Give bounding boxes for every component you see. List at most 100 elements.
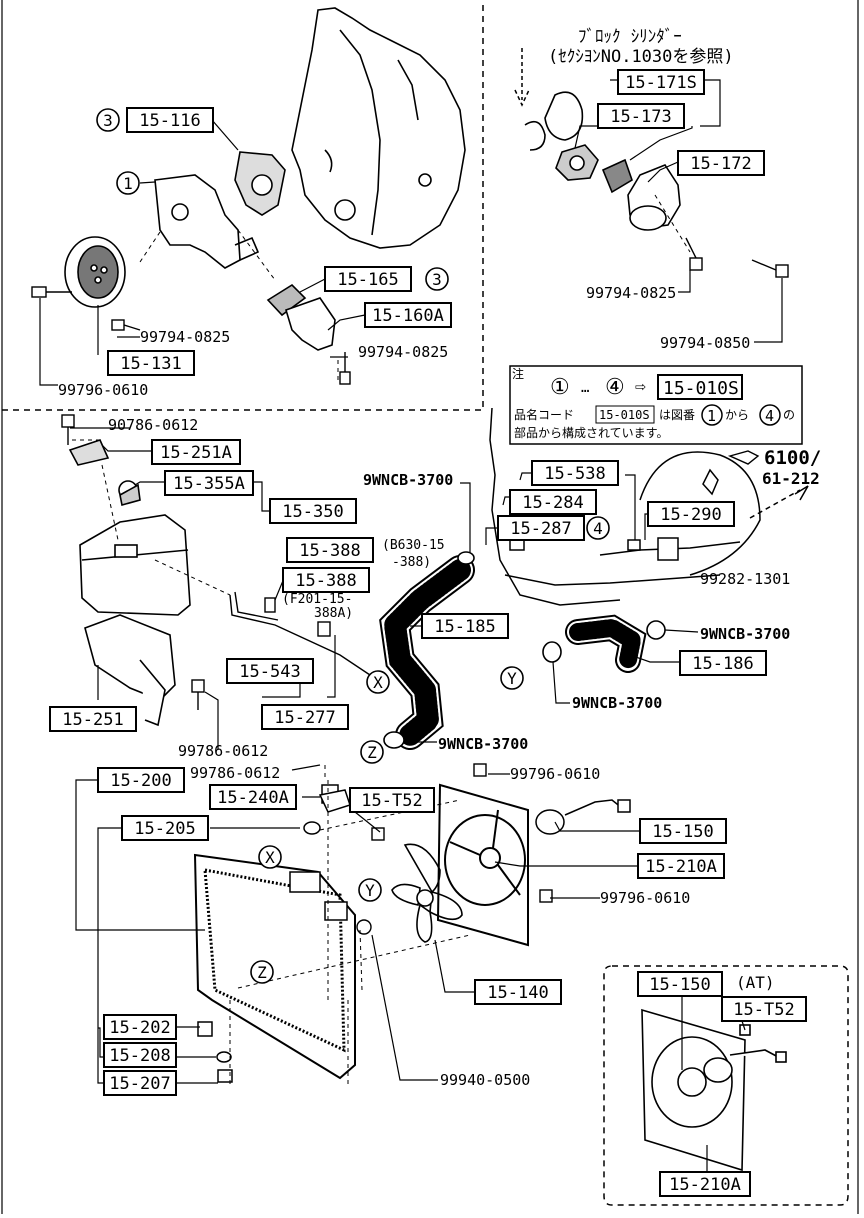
part-box-15-388: 15-388	[282, 567, 370, 593]
part-box-15-388: 15-388	[286, 537, 374, 563]
part-code: 15-240A	[217, 788, 289, 808]
part-code: 15-543	[239, 662, 300, 682]
part-code: 15-173	[610, 107, 671, 127]
part-code: 15-T52	[361, 791, 422, 811]
legend-range-start: ①	[550, 375, 570, 400]
fan-shroud-illustration	[436, 783, 529, 947]
part-code: 15-290	[660, 505, 721, 525]
part-label: (B630-15	[382, 538, 445, 553]
bolts-top-left	[31, 286, 351, 385]
ref-arrow	[514, 48, 530, 107]
radiator-fittings	[197, 784, 351, 1083]
callout-marker: Y	[358, 878, 382, 902]
callout-marker-text: 4	[593, 519, 603, 538]
section-dividers	[0, 5, 849, 1206]
ref-61212: 61-212	[762, 469, 820, 488]
part-code: 15-185	[434, 617, 495, 637]
callout-marker-text: Z	[257, 963, 267, 982]
part-box-15-207: 15-207	[103, 1070, 177, 1096]
callout-marker-text: Y	[507, 669, 517, 688]
legend-ref-1: 1	[707, 407, 716, 425]
legend-text-b: は図番	[659, 408, 695, 422]
part-code: 15-200	[110, 771, 171, 791]
part-code: 15-131	[120, 354, 181, 374]
part-label: 9WNCB-3700	[572, 694, 662, 712]
at-label: (AT)	[736, 973, 775, 992]
legend-text-code: 15-010S	[599, 408, 650, 422]
part-code: 15-140	[487, 983, 548, 1003]
part-number-labels: 99794-082599794-082599796-061099794-0825…	[58, 284, 790, 1089]
part-label: 99794-0850	[660, 334, 750, 352]
legend-text-line2: 部品から構成されています。	[514, 425, 668, 440]
engine-block-illustration	[291, 7, 466, 249]
fan-motor-illustration	[535, 799, 631, 835]
bolts-top-right	[685, 237, 789, 278]
part-code: 15-150	[652, 822, 713, 842]
part-code: 15-116	[139, 111, 200, 131]
part-box-15-290: 15-290	[647, 501, 735, 527]
part-box-15-165: 15-165	[324, 266, 412, 292]
overflow-hose-illustration	[229, 591, 371, 676]
legend-text-c: から	[725, 408, 749, 422]
part-number-boxes: 15-116 15-165 15-160A 15-131 15-171S 15-173 15…	[49, 69, 807, 1197]
part-box-15-185: 15-185	[421, 613, 509, 639]
header-note-line2: (ｾｸｼﾖﾝNO.1030を参照)	[548, 47, 734, 67]
part-code: 15-202	[109, 1018, 170, 1038]
part-box-15-173: 15-173	[597, 103, 685, 129]
callout-marker: 3	[425, 267, 449, 291]
part-box-15-131: 15-131	[107, 350, 195, 376]
thermostat-illustration	[524, 91, 681, 231]
fan-illustration	[391, 843, 463, 943]
part-box-15-210a: 15-210A	[637, 853, 725, 879]
part-code: 15-210A	[669, 1175, 741, 1195]
part-box-15-140: 15-140	[474, 979, 562, 1005]
upper-hose-illustration	[379, 555, 475, 750]
part-code: 15-355A	[173, 474, 245, 494]
callout-marker-text: 3	[432, 270, 442, 289]
legend-note: 注 ① … ④ ⇨ 15-010S 品名コード 15-010S は図番 1 から…	[509, 365, 803, 445]
part-label: 9WNCB-3700	[438, 735, 528, 753]
reservoir-tank-illustration	[79, 480, 191, 616]
part-label: 99940-0500	[440, 1071, 530, 1089]
callout-marker-text: X	[265, 848, 275, 867]
part-code: 15-171S	[625, 73, 697, 93]
header-note-line1: ﾌﾞﾛｯｸ ｼﾘﾝﾀﾞｰ	[578, 27, 682, 47]
part-code: 15-T52	[733, 1000, 794, 1020]
part-box-15-538: 15-538	[531, 460, 619, 486]
part-box-15-284: 15-284	[509, 489, 597, 515]
part-code: 15-150	[649, 975, 710, 995]
part-code: 15-388	[295, 571, 356, 591]
water-pump-illustration	[154, 174, 260, 269]
part-code: 15-208	[109, 1046, 170, 1066]
callout-marker: 3	[96, 108, 120, 132]
part-code: 15-172	[690, 154, 751, 174]
part-code: 15-538	[544, 464, 605, 484]
radiator-illustration	[193, 853, 356, 1080]
part-box-15-160a: 15-160A	[364, 302, 452, 328]
callout-marker: Z	[250, 960, 274, 984]
callout-marker-text: 3	[103, 111, 113, 130]
part-box-15-240a: 15-240A	[209, 784, 297, 810]
part-code: 15-251	[62, 710, 123, 730]
part-box-15-277: 15-277	[261, 704, 349, 730]
callout-marker-text: Y	[365, 881, 375, 900]
callout-marker-text: Z	[367, 743, 377, 762]
part-label: 99794-0825	[140, 328, 230, 346]
part-label: 9WNCB-3700	[700, 625, 790, 643]
part-label: 99282-1301	[700, 570, 790, 588]
part-box-15-150: 15-150	[637, 971, 723, 997]
part-box-15-210a: 15-210A	[659, 1171, 751, 1197]
part-code: 15-165	[337, 270, 398, 290]
gasket-illustration	[234, 151, 286, 216]
part-box-15-171s: 15-171S	[617, 69, 705, 95]
part-box-15-287: 15-287	[497, 515, 585, 541]
lower-hose-illustration	[565, 614, 647, 673]
part-label: 90786-0612	[108, 416, 198, 434]
part-box-15-202: 15-202	[103, 1014, 177, 1040]
part-label: 99796-0610	[600, 889, 690, 907]
part-box-15-t52: 15-T52	[721, 996, 807, 1022]
part-code: 15-205	[134, 819, 195, 839]
part-label: 99786-0612	[190, 764, 280, 782]
